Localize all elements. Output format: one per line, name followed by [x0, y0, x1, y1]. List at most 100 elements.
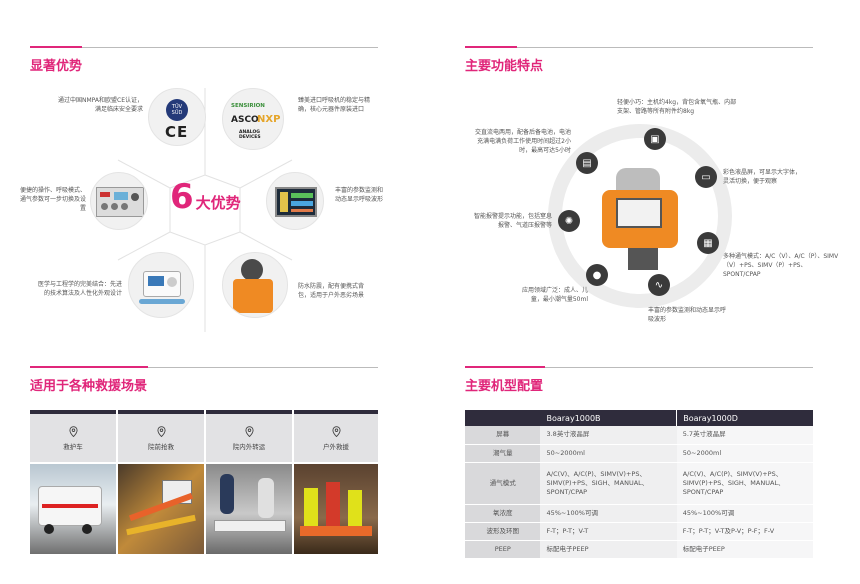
briefcase-icon: ▣ [644, 128, 666, 150]
mode-grid-icon: ▦ [697, 232, 719, 254]
backpack-person-image [241, 259, 263, 281]
cell-b: 50~2000ml [540, 444, 677, 463]
tuv-logo: TÜV SÜD [166, 99, 188, 121]
header-empty [465, 410, 541, 426]
six-number: 6 [170, 177, 194, 217]
location-pin-icon [68, 425, 78, 437]
location-pin-icon [156, 425, 166, 437]
table-row: 波形及环图 F-T；P-T；V-T F-T；P-T；V-T及P-V；P-F；F-… [465, 522, 813, 541]
device-design-circle [128, 252, 194, 318]
cell-b: 标配电子PEEP [540, 540, 677, 559]
table-row: 氧浓度 45%~100%可调 45%~100%可调 [465, 504, 813, 523]
battery-icon: ▤ [576, 152, 598, 174]
cell-b: 45%~100%可调 [540, 504, 677, 523]
feature-text-6: 应用领域广泛：成人、儿童，最小潮气量50ml [521, 287, 588, 303]
cell-d: 50~2000ml [676, 444, 813, 463]
feature-text-1: 轻便小巧：主机约4kg，背包含氧气瓶、内部支架、管路等所有附件约8kg [617, 99, 737, 115]
table-row: 屏幕 3.8英寸液晶屏 5.7英寸液晶屏 [465, 426, 813, 445]
alarm-light-icon: ✺ [558, 210, 580, 232]
advantages-rule [30, 47, 378, 48]
scene-label: 救护车 [63, 442, 83, 451]
header-boaray1000d: Boaray1000D [676, 410, 813, 426]
feature-text-5: 多种通气模式：A/C（V）、A/C（P）、SIMV（V）+PS、SIMV（P）+… [723, 253, 839, 278]
cell-d: A/C(V)、A/C(P)、SIMV(V)+PS、SIMV(P)+PS、SIGH… [676, 462, 813, 505]
models-title: 主要机型配置 [465, 379, 544, 394]
cell-d: F-T；P-T；V-T及P-V；P-F；F-V [676, 522, 813, 541]
cell-d: 5.7英寸液晶屏 [676, 426, 813, 445]
advantage-text-6: 防水防震，配有便携式背包，适用于户外恶劣场景 [298, 283, 365, 299]
row-label: 波形及环图 [465, 522, 541, 541]
feature-text-2: 交直流电两用，配备后备电池，电池充满电满负荷工作使用时间超过2小时，最高可达5小… [474, 129, 571, 154]
prehospital-photo [118, 464, 204, 554]
location-pin-icon [331, 425, 341, 437]
cell-d: 标配电子PEEP [676, 540, 813, 559]
ventilator-backpack-image [594, 168, 686, 272]
scene-outdoor: 户外救援 [294, 414, 378, 462]
sud-text: SÜD [171, 110, 183, 116]
tuv-text: TÜV [171, 104, 183, 110]
table-row: PEEP 标配电子PEEP 标配电子PEEP [465, 540, 813, 559]
features-rule [465, 47, 813, 48]
ambulance-photo [30, 464, 116, 554]
user-icon: ● [586, 264, 608, 286]
monitor-screen-image [275, 187, 317, 217]
control-panel-circle [90, 172, 148, 230]
table-header-row: Boaray1000B Boaray1000D [465, 410, 813, 426]
row-label: PEEP [465, 540, 541, 559]
analog-devices-logo: ANALOG DEVICES [239, 130, 261, 140]
row-label: 通气模式 [465, 462, 541, 505]
row-label: 屏幕 [465, 426, 541, 445]
scene-ambulance: 救护车 [30, 414, 116, 462]
six-advantages-label: 6 大优势 [170, 180, 241, 214]
scene-label: 院内外转运 [232, 442, 266, 451]
cell-b: A/C(V)、A/C(P)、SIMV(V)+PS、SIMV(P)+PS、SIGH… [540, 462, 677, 505]
outdoor-rescue-photo [294, 464, 378, 554]
ce-mark: CE [165, 123, 189, 141]
scene-label: 户外救援 [323, 442, 349, 451]
feature-text-7: 丰富的参数监测和动态显示呼吸波形 [648, 307, 727, 323]
scene-transfer: 院内外转运 [206, 414, 292, 462]
transfer-photo [206, 464, 292, 554]
scenes-title: 适用于各种救援场景 [30, 379, 148, 394]
sensirion-logo: SENSIRION [231, 103, 265, 109]
table-row: 潮气量 50~2000ml 50~2000ml [465, 444, 813, 463]
advantages-accent [30, 46, 82, 48]
models-rule [465, 367, 813, 368]
scene-bar-4 [294, 410, 378, 414]
cell-b: 3.8英寸液晶屏 [540, 426, 677, 445]
advantage-text-5: 医学与工程学的完美结合：先进的技术算法及人性化外观设计 [37, 281, 122, 297]
asco-logo: ASCO [231, 115, 259, 125]
model-spec-table: Boaray1000B Boaray1000D 屏幕 3.8英寸液晶屏 5.7英… [465, 410, 813, 559]
nxp-logo: NXP [257, 114, 281, 125]
advantage-text-4: 丰富的参数监测和动态显示呼吸波形 [335, 187, 384, 203]
monitor-circle [266, 172, 324, 230]
waveform-icon: ∿ [648, 274, 670, 296]
header-boaray1000b: Boaray1000B [540, 410, 678, 426]
advantage-text-3: 便捷的操作、呼吸模式、通气参数可一步切换及设置 [20, 187, 87, 212]
device-image [143, 271, 181, 297]
scenes-rule [30, 367, 378, 368]
location-pin-icon [244, 425, 254, 437]
features-accent [465, 46, 517, 48]
features-title: 主要功能特点 [465, 59, 544, 74]
scene-bar-1 [30, 410, 116, 414]
cell-b: F-T；P-T；V-T [540, 522, 677, 541]
scene-bar-3 [206, 410, 292, 414]
display-screen-icon: ▭ [695, 166, 717, 188]
scenes-accent [30, 366, 148, 368]
feature-text-4: 智能报警提示功能，包括窒息报警、气道压报警等 [473, 213, 552, 229]
advantage-text-2: 臻美进口呼吸机的稳定与精确，核心元器件原装进口 [298, 97, 371, 113]
hexagon-lines [117, 88, 293, 332]
backpack-circle [222, 252, 288, 318]
certification-circle: TÜV SÜD CE [148, 88, 206, 146]
models-accent [465, 366, 545, 368]
control-panel-image [96, 187, 144, 217]
components-circle: SENSIRION ASCO NXP ANALOG DEVICES [222, 88, 284, 150]
feature-text-3: 彩色液晶屏，可显示大字体，灵活切换，便于观察 [723, 169, 802, 185]
scene-label: 院前抢救 [148, 442, 174, 451]
table-row: 通气模式 A/C(V)、A/C(P)、SIMV(V)+PS、SIMV(P)+PS… [465, 462, 813, 505]
scene-prehospital: 院前抢救 [118, 414, 204, 462]
advantages-title: 显著优势 [30, 59, 83, 74]
row-label: 氧浓度 [465, 504, 541, 523]
cell-d: 45%~100%可调 [676, 504, 813, 523]
